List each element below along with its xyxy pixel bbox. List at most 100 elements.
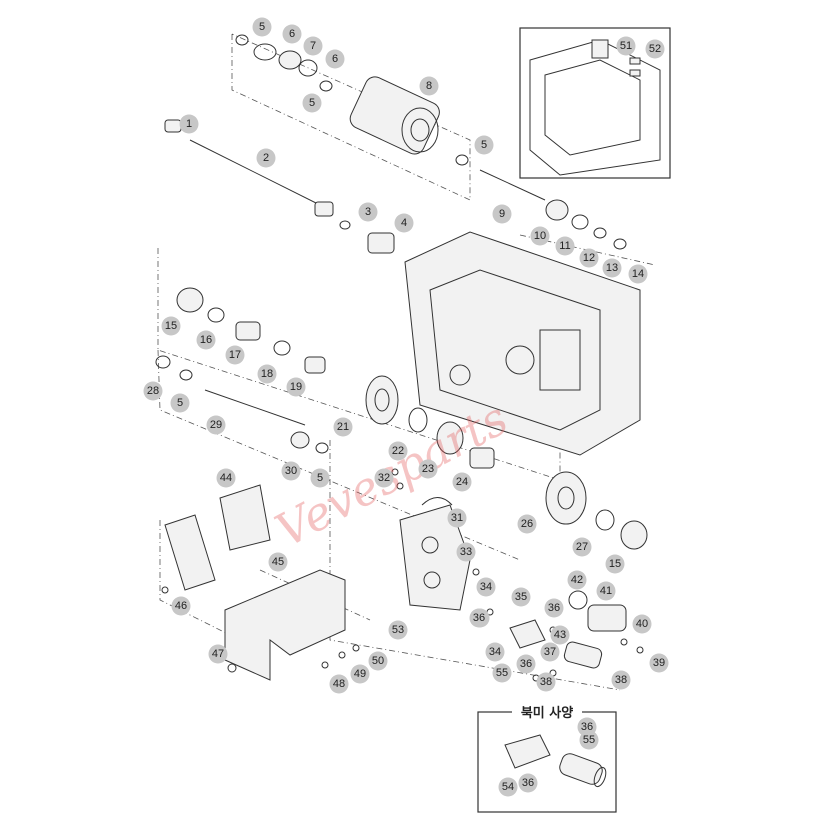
callout-number: 12 <box>583 252 595 264</box>
callout-number: 47 <box>212 648 224 660</box>
callout-number: 36 <box>548 602 560 614</box>
callout-bubble <box>516 654 536 674</box>
callout-bubble <box>485 642 505 662</box>
callout-bubble <box>303 36 323 56</box>
callout-number: 38 <box>540 676 552 688</box>
callout-bubble <box>388 620 408 640</box>
callout-number: 55 <box>583 734 595 746</box>
callout-33: 33 <box>456 542 476 562</box>
callout-16: 16 <box>196 330 216 350</box>
callout-number: 10 <box>534 230 546 242</box>
callout-bubble <box>179 114 199 134</box>
callout-39: 39 <box>649 653 669 673</box>
callout-14: 14 <box>628 264 648 284</box>
callout-bubble <box>544 598 564 618</box>
callout-15-1: 15 <box>161 316 181 336</box>
callout-number: 49 <box>354 668 366 680</box>
callout-number: 42 <box>571 574 583 586</box>
callout-12: 12 <box>579 248 599 268</box>
callout-18: 18 <box>257 364 277 384</box>
callout-36-2: 36 <box>469 608 489 628</box>
callout-bubble <box>498 777 518 797</box>
callout-number: 34 <box>489 646 501 658</box>
callout-23: 23 <box>418 459 438 479</box>
callout-8: 8 <box>419 76 439 96</box>
callout-48: 48 <box>329 674 349 694</box>
callout-number: 3 <box>365 206 371 218</box>
callout-bubble <box>596 581 616 601</box>
callout-number: 36 <box>581 721 593 733</box>
callout-38-2: 38 <box>611 670 631 690</box>
callout-bubble <box>350 664 370 684</box>
callout-bubble <box>579 248 599 268</box>
callout-number: 5 <box>481 139 487 151</box>
callout-number: 8 <box>426 80 432 92</box>
callout-15-2: 15 <box>605 554 625 574</box>
callout-bubble <box>628 264 648 284</box>
callout-bubble <box>572 537 592 557</box>
parts <box>155 34 648 682</box>
callout-bubble <box>333 417 353 437</box>
callout-bubble <box>374 468 394 488</box>
callout-bubble <box>456 542 476 562</box>
callout-bubble <box>605 554 625 574</box>
callout-bubble <box>161 316 181 336</box>
callout-number: 40 <box>636 618 648 630</box>
callout-35: 35 <box>511 587 531 607</box>
callout-34-1: 34 <box>476 577 496 597</box>
callout-number: 36 <box>473 612 485 624</box>
callout-37: 37 <box>540 642 560 662</box>
callout-27: 27 <box>572 537 592 557</box>
callout-3: 3 <box>358 202 378 222</box>
callout-2: 2 <box>256 148 276 168</box>
callout-38-1: 38 <box>536 672 556 692</box>
callout-number: 41 <box>600 585 612 597</box>
callout-number: 17 <box>229 349 241 361</box>
callout-number: 52 <box>649 43 661 55</box>
callout-bubble <box>196 330 216 350</box>
callout-bubble <box>602 258 622 278</box>
callout-number: 45 <box>272 556 284 568</box>
callout-number: 14 <box>632 268 644 280</box>
callout-40: 40 <box>632 614 652 634</box>
callout-bubble <box>632 614 652 634</box>
callout-50: 50 <box>368 651 388 671</box>
callout-49: 49 <box>350 664 370 684</box>
callout-number: 6 <box>332 53 338 65</box>
callout-6-2: 6 <box>325 49 345 69</box>
callout-5-4: 5 <box>170 393 190 413</box>
callout-number: 55 <box>496 667 508 679</box>
callout-bubble <box>358 202 378 222</box>
callout-number: 34 <box>480 581 492 593</box>
callout-bubble <box>206 415 226 435</box>
callout-55-2: 55 <box>579 730 599 750</box>
callout-number: 36 <box>522 777 534 789</box>
callout-47: 47 <box>208 644 228 664</box>
callout-6-1: 6 <box>282 24 302 44</box>
callout-number: 54 <box>502 781 514 793</box>
callout-13: 13 <box>602 258 622 278</box>
callout-number: 33 <box>460 546 472 558</box>
callout-bubble <box>492 663 512 683</box>
callout-bubble <box>256 148 276 168</box>
callout-bubble <box>447 508 467 528</box>
callout-bubble <box>252 17 272 37</box>
callout-number: 15 <box>165 320 177 332</box>
callout-36-1: 36 <box>544 598 564 618</box>
callout-number: 48 <box>333 678 345 690</box>
callout-number: 37 <box>544 646 556 658</box>
callout-bubble <box>474 135 494 155</box>
callout-bubble <box>216 468 236 488</box>
callout-bubble <box>282 24 302 44</box>
callout-19: 19 <box>286 377 306 397</box>
callout-number: 39 <box>653 657 665 669</box>
callout-number: 30 <box>285 465 297 477</box>
callout-number: 46 <box>175 600 187 612</box>
callout-36-3: 36 <box>516 654 536 674</box>
callout-bubble <box>555 236 575 256</box>
callout-bubble <box>649 653 669 673</box>
callout-41: 41 <box>596 581 616 601</box>
callout-number: 21 <box>337 421 349 433</box>
callout-number: 53 <box>392 624 404 636</box>
